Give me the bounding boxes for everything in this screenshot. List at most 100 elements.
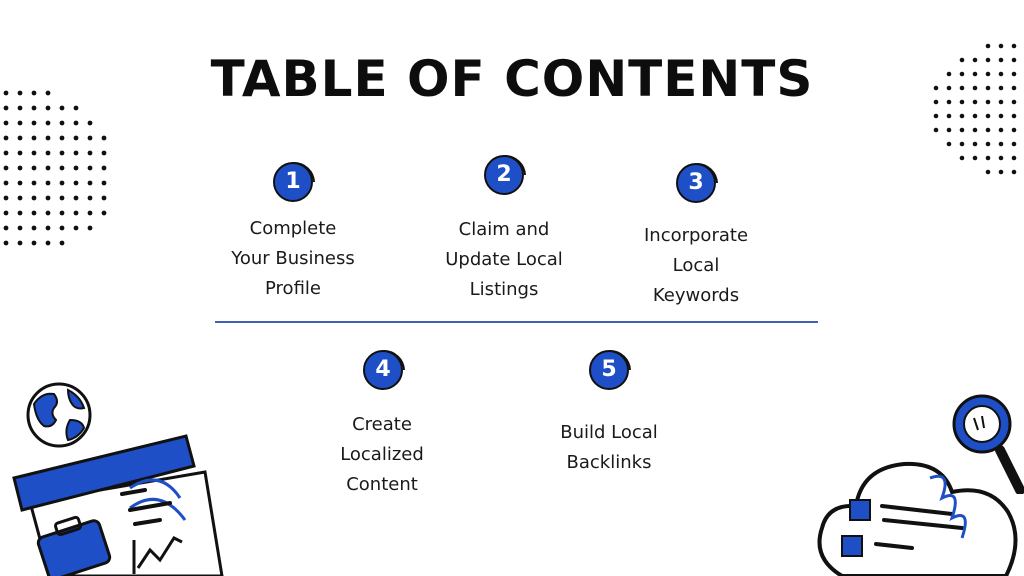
dot [959,71,965,77]
dot [59,120,65,126]
label-line: Create [352,414,412,435]
label-line: Claim and [458,219,550,240]
dot [998,57,1004,63]
presentation-board-icon [12,434,224,576]
divider-line [215,321,818,323]
dot [998,127,1004,133]
dot [45,210,51,216]
dot [959,155,965,161]
dot [101,150,107,156]
step-label-5: Build Local Backlinks [519,418,699,478]
dot [45,120,51,126]
dot [1011,57,1017,63]
dot [3,105,9,111]
dot [998,85,1004,91]
step-label-1: Complete Your Business Profile [203,214,383,304]
label-line: Incorporate [643,225,749,246]
dot [31,90,37,96]
label-line: Backlinks [566,452,652,473]
dot-pattern-right-icon [933,43,1017,175]
dot [985,113,991,119]
dot [933,113,939,119]
dot [946,85,952,91]
dot [59,240,65,246]
dot [959,57,965,63]
dot [17,210,23,216]
dot [17,225,23,231]
dot [985,169,991,175]
dot [31,240,37,246]
label-line: Keywords [652,285,740,306]
dot [17,195,23,201]
dot [59,105,65,111]
step-number: 4 [363,350,403,390]
dot [1011,127,1017,133]
dot [73,135,79,141]
dot [946,141,952,147]
dot [17,120,23,126]
dot [972,155,978,161]
dot [101,195,107,201]
step-badge-2: 2 [482,153,528,199]
dot [17,240,23,246]
dot [87,120,93,126]
dot [1011,85,1017,91]
dot [3,225,9,231]
dot [998,155,1004,161]
magnifier-icon [952,394,1024,494]
dot [959,127,965,133]
label-line: Your Business [231,248,355,269]
dot [985,141,991,147]
label-line: Localized [340,444,424,465]
dot [3,90,9,96]
dot [998,71,1004,77]
dot [972,57,978,63]
dot [933,127,939,133]
dot [17,90,23,96]
dot [73,165,79,171]
dot [31,120,37,126]
dot [87,165,93,171]
cloud-checklist-icon [817,461,1018,576]
dot [45,150,51,156]
dot [959,141,965,147]
dot [3,210,9,216]
dot [998,169,1004,175]
dot [17,135,23,141]
dot [73,225,79,231]
step-number: 1 [273,162,313,202]
dot [3,135,9,141]
label-line: Local [672,255,720,276]
dot [59,210,65,216]
dot [1011,141,1017,147]
line-chart-icon [132,536,183,574]
dot [972,113,978,119]
dot [101,210,107,216]
step-number: 2 [484,155,524,195]
dot [31,195,37,201]
dot [45,165,51,171]
step-label-4: Create Localized Content [292,410,472,500]
dot [1011,71,1017,77]
step-badge-3: 3 [674,161,720,207]
dot [998,141,1004,147]
dot [946,99,952,105]
step-number: 3 [676,163,716,203]
dot [87,225,93,231]
dot [985,71,991,77]
label-line: Listings [469,279,539,300]
dot [73,195,79,201]
dot [1011,99,1017,105]
step-badge-1: 1 [271,160,317,206]
dot [87,180,93,186]
label-line: Update Local [445,249,563,270]
dot [31,150,37,156]
dot [45,240,51,246]
dot [972,127,978,133]
dot [3,165,9,171]
dot [17,150,23,156]
dot [3,120,9,126]
dot [946,127,952,133]
dot [959,99,965,105]
